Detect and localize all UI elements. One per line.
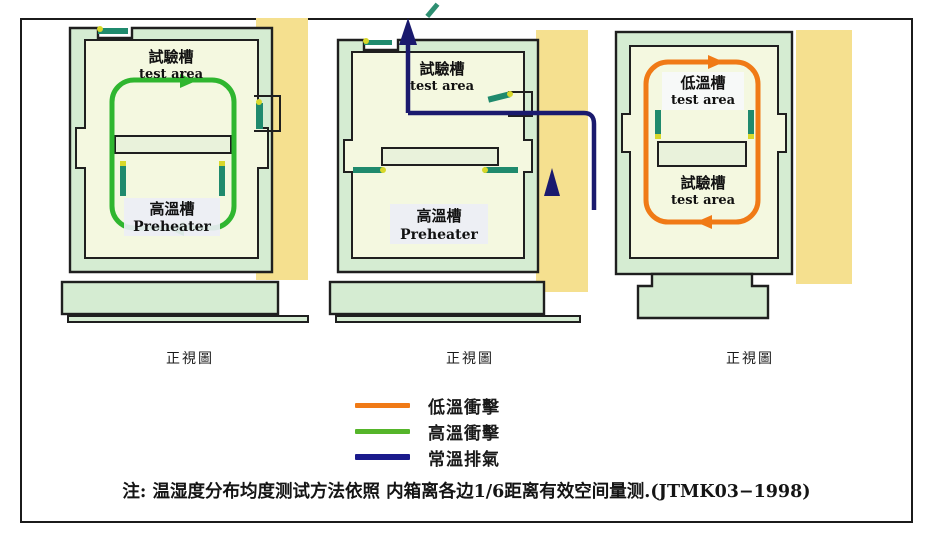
lower-label-en: Preheater [400, 227, 478, 243]
vent-left [655, 110, 661, 134]
vent-right [484, 167, 518, 173]
lower-label-cn: 高溫槽 [149, 200, 194, 218]
panel-2-caption: 正視圖 [446, 351, 494, 367]
lower-label-box [124, 198, 220, 236]
exhaust-flow-tick [425, 2, 440, 19]
panel-2-drawing: 試驗槽 test area 高溫槽 Preheater [328, 2, 597, 323]
legend-swatch-high-temperature-shock [355, 428, 410, 434]
base-plinth [60, 280, 280, 316]
side-duct [254, 95, 281, 132]
side-port [256, 103, 263, 129]
yellow-side-panel [536, 30, 588, 292]
base-plinth [328, 280, 546, 316]
orange-arrow-bottom [696, 215, 712, 229]
vent-right-dot [748, 134, 754, 139]
vent-right-dot [482, 167, 488, 173]
base-foot [67, 315, 309, 323]
legend-label-low-temperature-shock: 低溫衝擊 [428, 397, 500, 418]
base-foot [335, 315, 581, 323]
navy-exhaust-path [408, 110, 597, 210]
upper-label-en: test area [139, 67, 204, 82]
navy-exhaust-arrow [399, 18, 417, 45]
legend-item-low-temperature-shock: 低溫衝擊 [355, 392, 595, 418]
top-port-dot [363, 38, 369, 44]
upper-label-cn: 試驗槽 [419, 60, 464, 78]
specimen-shelf [381, 147, 499, 166]
panel-1-caption: 正視圖 [166, 351, 214, 367]
vent-left-dot [655, 134, 661, 139]
panel-3-drawing: 低溫槽 test area 試驗槽 test area [614, 30, 852, 320]
lower-label-cn: 試驗槽 [680, 174, 725, 192]
legend-item-ambient-exhaust: 常溫排氣 [355, 444, 595, 470]
top-port [98, 28, 128, 34]
outlet-vent [487, 91, 511, 103]
specimen-shelf [114, 135, 232, 154]
vent-left [353, 167, 383, 173]
lower-label-cn: 高溫槽 [416, 207, 461, 225]
legend-label-high-temperature-shock: 高溫衝擊 [428, 423, 500, 444]
legend-label-ambient-exhaust: 常溫排氣 [428, 449, 500, 470]
panel-3-caption: 正視圖 [726, 351, 774, 367]
vent-left-dot [380, 167, 386, 173]
vent-right [748, 110, 754, 134]
top-port-dot [97, 26, 103, 32]
side-port-dot [256, 99, 262, 105]
lower-label-en: test area [671, 193, 736, 208]
outlet-duct [508, 91, 533, 117]
specimen-shelf [657, 141, 747, 167]
upper-label-box [662, 72, 744, 110]
vent-right-dot [219, 161, 225, 166]
outlet-vent-dot [507, 91, 513, 97]
legend: 低溫衝擊 高溫衝擊 常溫排氣 [355, 392, 595, 470]
lower-label-en: Preheater [133, 219, 211, 235]
vent-right [219, 166, 225, 196]
upper-label-en: test area [671, 93, 736, 108]
green-arrow-top [180, 74, 196, 88]
panel-1-drawing: 試驗槽 test area 高溫槽 Preheater [60, 18, 309, 323]
vent-left-dot [120, 161, 126, 166]
top-port [364, 40, 392, 45]
flow-direction-marker [544, 168, 560, 196]
panel-ambient-exhaust: 試驗槽 test area 高溫槽 Preheater 正視圖 [320, 0, 620, 380]
legend-swatch-low-temperature-shock [355, 402, 410, 408]
yellow-side-panel [796, 30, 852, 284]
footnote: 注: 温湿度分布均度测试方法依照 内箱离各边1/6距离有效空间量测.(JTMK0… [122, 482, 811, 502]
legend-swatch-ambient-exhaust [355, 454, 410, 460]
legend-item-high-temperature-shock: 高溫衝擊 [355, 418, 595, 444]
panel-high-temp-shock: 試驗槽 test area 高溫槽 Preheater 正視圖 [40, 0, 340, 380]
upper-label-en: test area [410, 79, 475, 94]
vent-left [120, 166, 126, 196]
panel-row: 試驗槽 test area 高溫槽 Preheater 正視圖 [40, 0, 900, 380]
lower-label-box [390, 204, 488, 244]
upper-label-cn: 低溫槽 [679, 74, 725, 92]
upper-label-cn: 試驗槽 [148, 48, 193, 66]
panel-low-temp-shock: 低溫槽 test area 試驗槽 test area 正視圖 [600, 0, 900, 380]
base-plinth [636, 272, 770, 320]
orange-arrow-top [708, 55, 724, 69]
